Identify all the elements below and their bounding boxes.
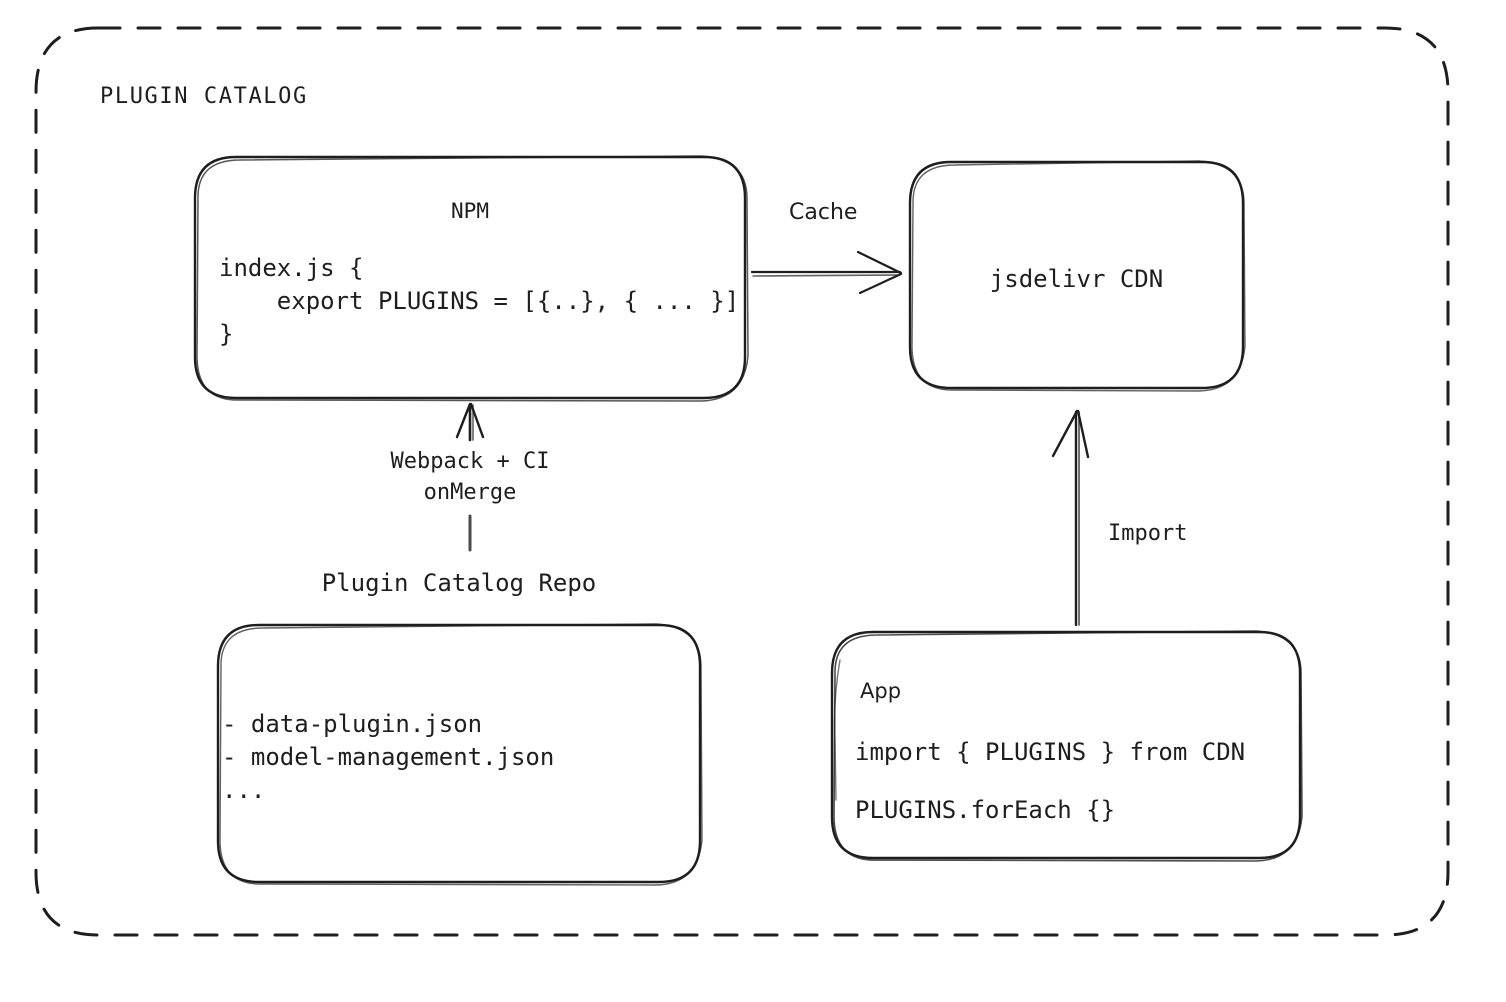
app-title: App bbox=[860, 679, 902, 703]
arrow-app-to-cdn bbox=[1051, 409, 1090, 627]
repo-file-line-1: - data-plugin.json bbox=[222, 710, 483, 738]
npm-code-line-3: } bbox=[219, 320, 234, 348]
repo-caption: Plugin Catalog Repo bbox=[321, 569, 597, 597]
app-code-line-1: import { PLUGINS } from CDN bbox=[855, 738, 1246, 766]
cdn-title: jsdelivr CDN bbox=[989, 265, 1164, 293]
arrow-repo-to-npm bbox=[455, 402, 485, 552]
edge-label-cache: Cache bbox=[789, 200, 858, 225]
arrow-npm-to-cdn bbox=[750, 250, 903, 295]
group-title: PLUGIN CATALOG bbox=[100, 84, 308, 109]
edge-label-webpack-ci: Webpack + CI bbox=[390, 449, 550, 474]
npm-title: NPM bbox=[451, 199, 489, 223]
repo-file-line-3: ... bbox=[222, 776, 266, 804]
npm-code-line-2: export PLUGINS = [{..}, { ... }] bbox=[219, 287, 740, 315]
edge-label-import: Import bbox=[1108, 521, 1188, 546]
app-code-line-2: PLUGINS.forEach {} bbox=[855, 796, 1116, 824]
repo-file-line-2: - model-management.json bbox=[222, 743, 555, 771]
edge-label-onmerge: onMerge bbox=[423, 480, 517, 505]
npm-code-line-1: index.js { bbox=[219, 254, 364, 282]
